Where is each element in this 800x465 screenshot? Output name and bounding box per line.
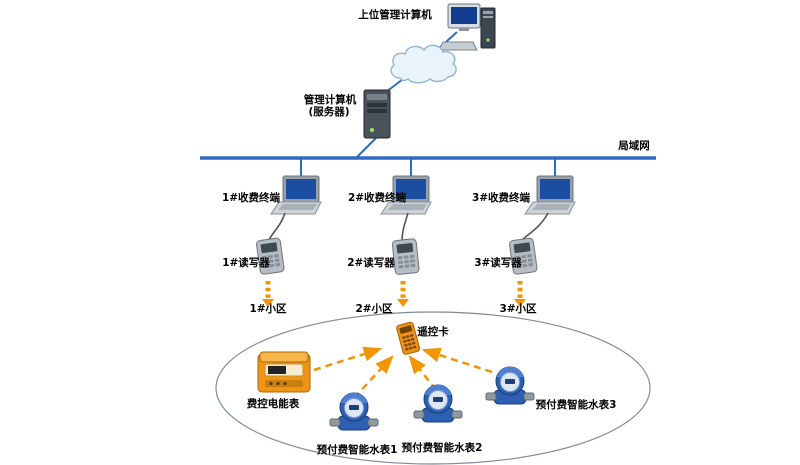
water-meter-icon-1 (329, 392, 379, 431)
terminal-label-1: 1#收费终端 (221, 192, 281, 204)
lan-label: 局域网 (618, 140, 650, 152)
terminal-label-2: 2#收费终端 (347, 192, 407, 204)
wireless-arrow-3 (514, 281, 526, 307)
top-computer-label: 上位管理计算机 (358, 9, 432, 21)
reader-cable-3 (520, 212, 549, 242)
remote-card-label: 遥控卡 (417, 326, 449, 338)
reader-label-2: 2#读写器 (347, 257, 395, 269)
wireless-arrow-1 (262, 281, 274, 307)
billing-terminal-laptop-3 (524, 175, 576, 215)
card-arrow-meter-2 (408, 355, 437, 391)
energy-meter-label: 费控电能表 (246, 398, 300, 410)
energy-meter-icon (257, 351, 311, 393)
area-label-3: 3#小区 (499, 303, 537, 315)
wireless-arrow-2 (397, 281, 409, 307)
server-label-line2: (服务器) (308, 106, 350, 118)
card-reader-2 (391, 237, 420, 276)
water-meter-label-3: 预付费智能水表3 (535, 399, 617, 411)
management-pc-icon (438, 3, 496, 51)
area-label-2: 2#小区 (355, 303, 393, 315)
card-arrow-meter-1 (353, 355, 394, 399)
server-icon (363, 89, 391, 139)
reader-label-3: 3#读写器 (474, 257, 522, 269)
terminal-label-3: 3#收费终端 (471, 192, 531, 204)
server-link-line (356, 137, 377, 158)
network-cloud-icon (390, 44, 457, 84)
area-label-1: 1#小区 (249, 303, 287, 315)
reader-cable-2 (401, 212, 409, 242)
water-meter-icon-2 (413, 384, 463, 423)
reader-cable-1 (267, 212, 286, 243)
card-arrow-energy (313, 346, 383, 372)
remote-card-icon (396, 321, 421, 355)
card-arrow-meter-3 (421, 347, 493, 374)
server-label-line1: 管理计算机 (303, 94, 357, 106)
water-meter-label-2: 预付费智能水表2 (401, 442, 483, 454)
community-boundary-ellipse (215, 311, 651, 465)
water-meter-label-1: 预付费智能水表1 (316, 444, 398, 456)
reader-label-1: 1#读写器 (222, 257, 270, 269)
water-meter-icon-3 (485, 366, 535, 405)
